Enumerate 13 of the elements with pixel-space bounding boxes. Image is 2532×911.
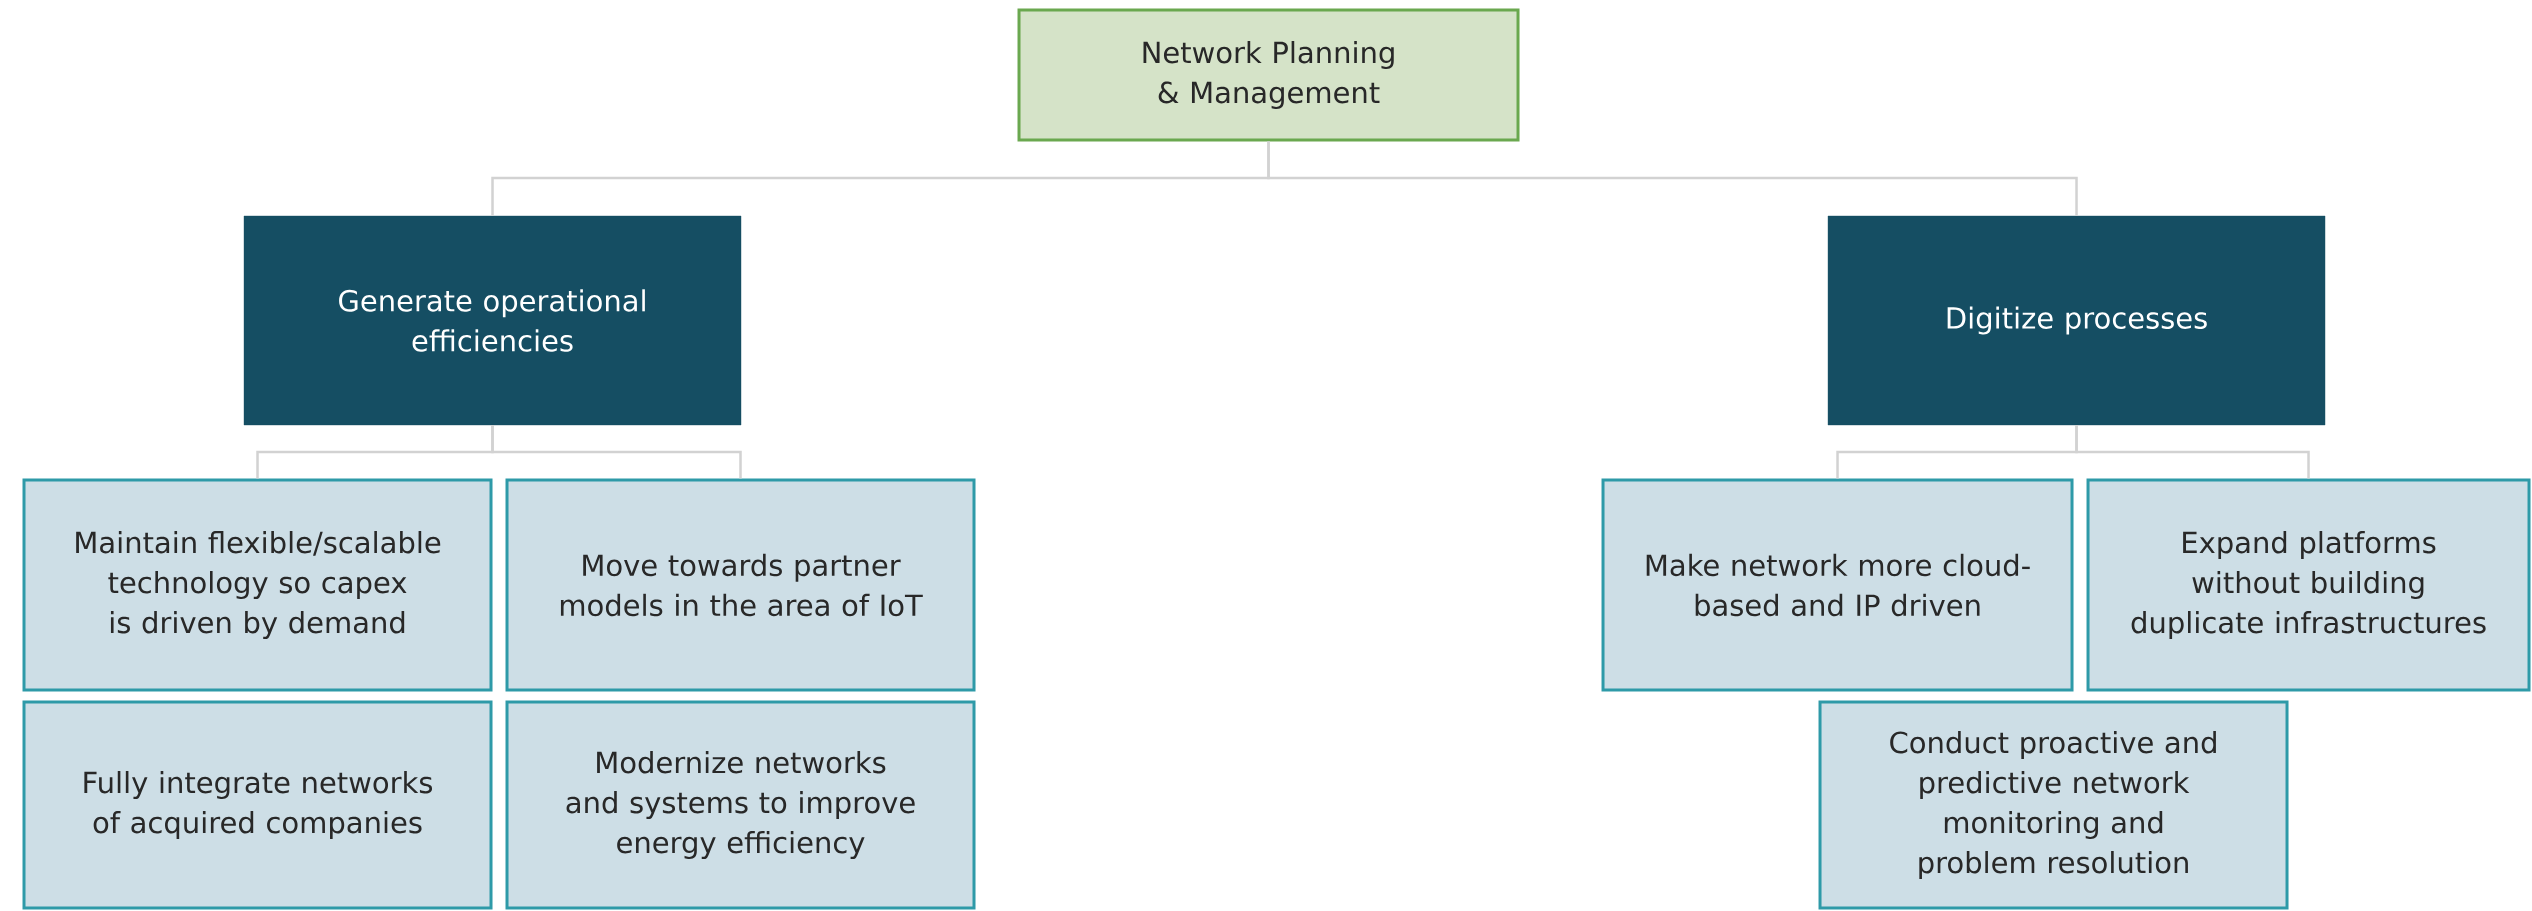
connector	[2075, 425, 2310, 479]
item-box: Modernize networks and systems to improve energy efficiency	[505, 700, 976, 910]
item-box: Fully integrate networks of acquired companies	[22, 700, 493, 910]
item-box: Expand platforms without building duplicate infrastructures	[2086, 478, 2531, 692]
item-box: Move towards partner models in the area of IoT	[505, 478, 976, 692]
item-box: Maintain flexible/scalable technology so capex is driven by demand	[22, 478, 493, 692]
connector	[491, 425, 742, 479]
category-box: Digitize processes	[1827, 215, 2326, 426]
connector	[1267, 141, 2078, 216]
root-box: Network Planning & Management	[1017, 8, 1520, 142]
item-box: Make network more cloud-based and IP driven	[1601, 478, 2074, 692]
category-box: Generate operational efficiencies	[243, 215, 742, 426]
item-box: Conduct proactive and predictive network monitoring and problem resolution	[1818, 700, 2289, 910]
